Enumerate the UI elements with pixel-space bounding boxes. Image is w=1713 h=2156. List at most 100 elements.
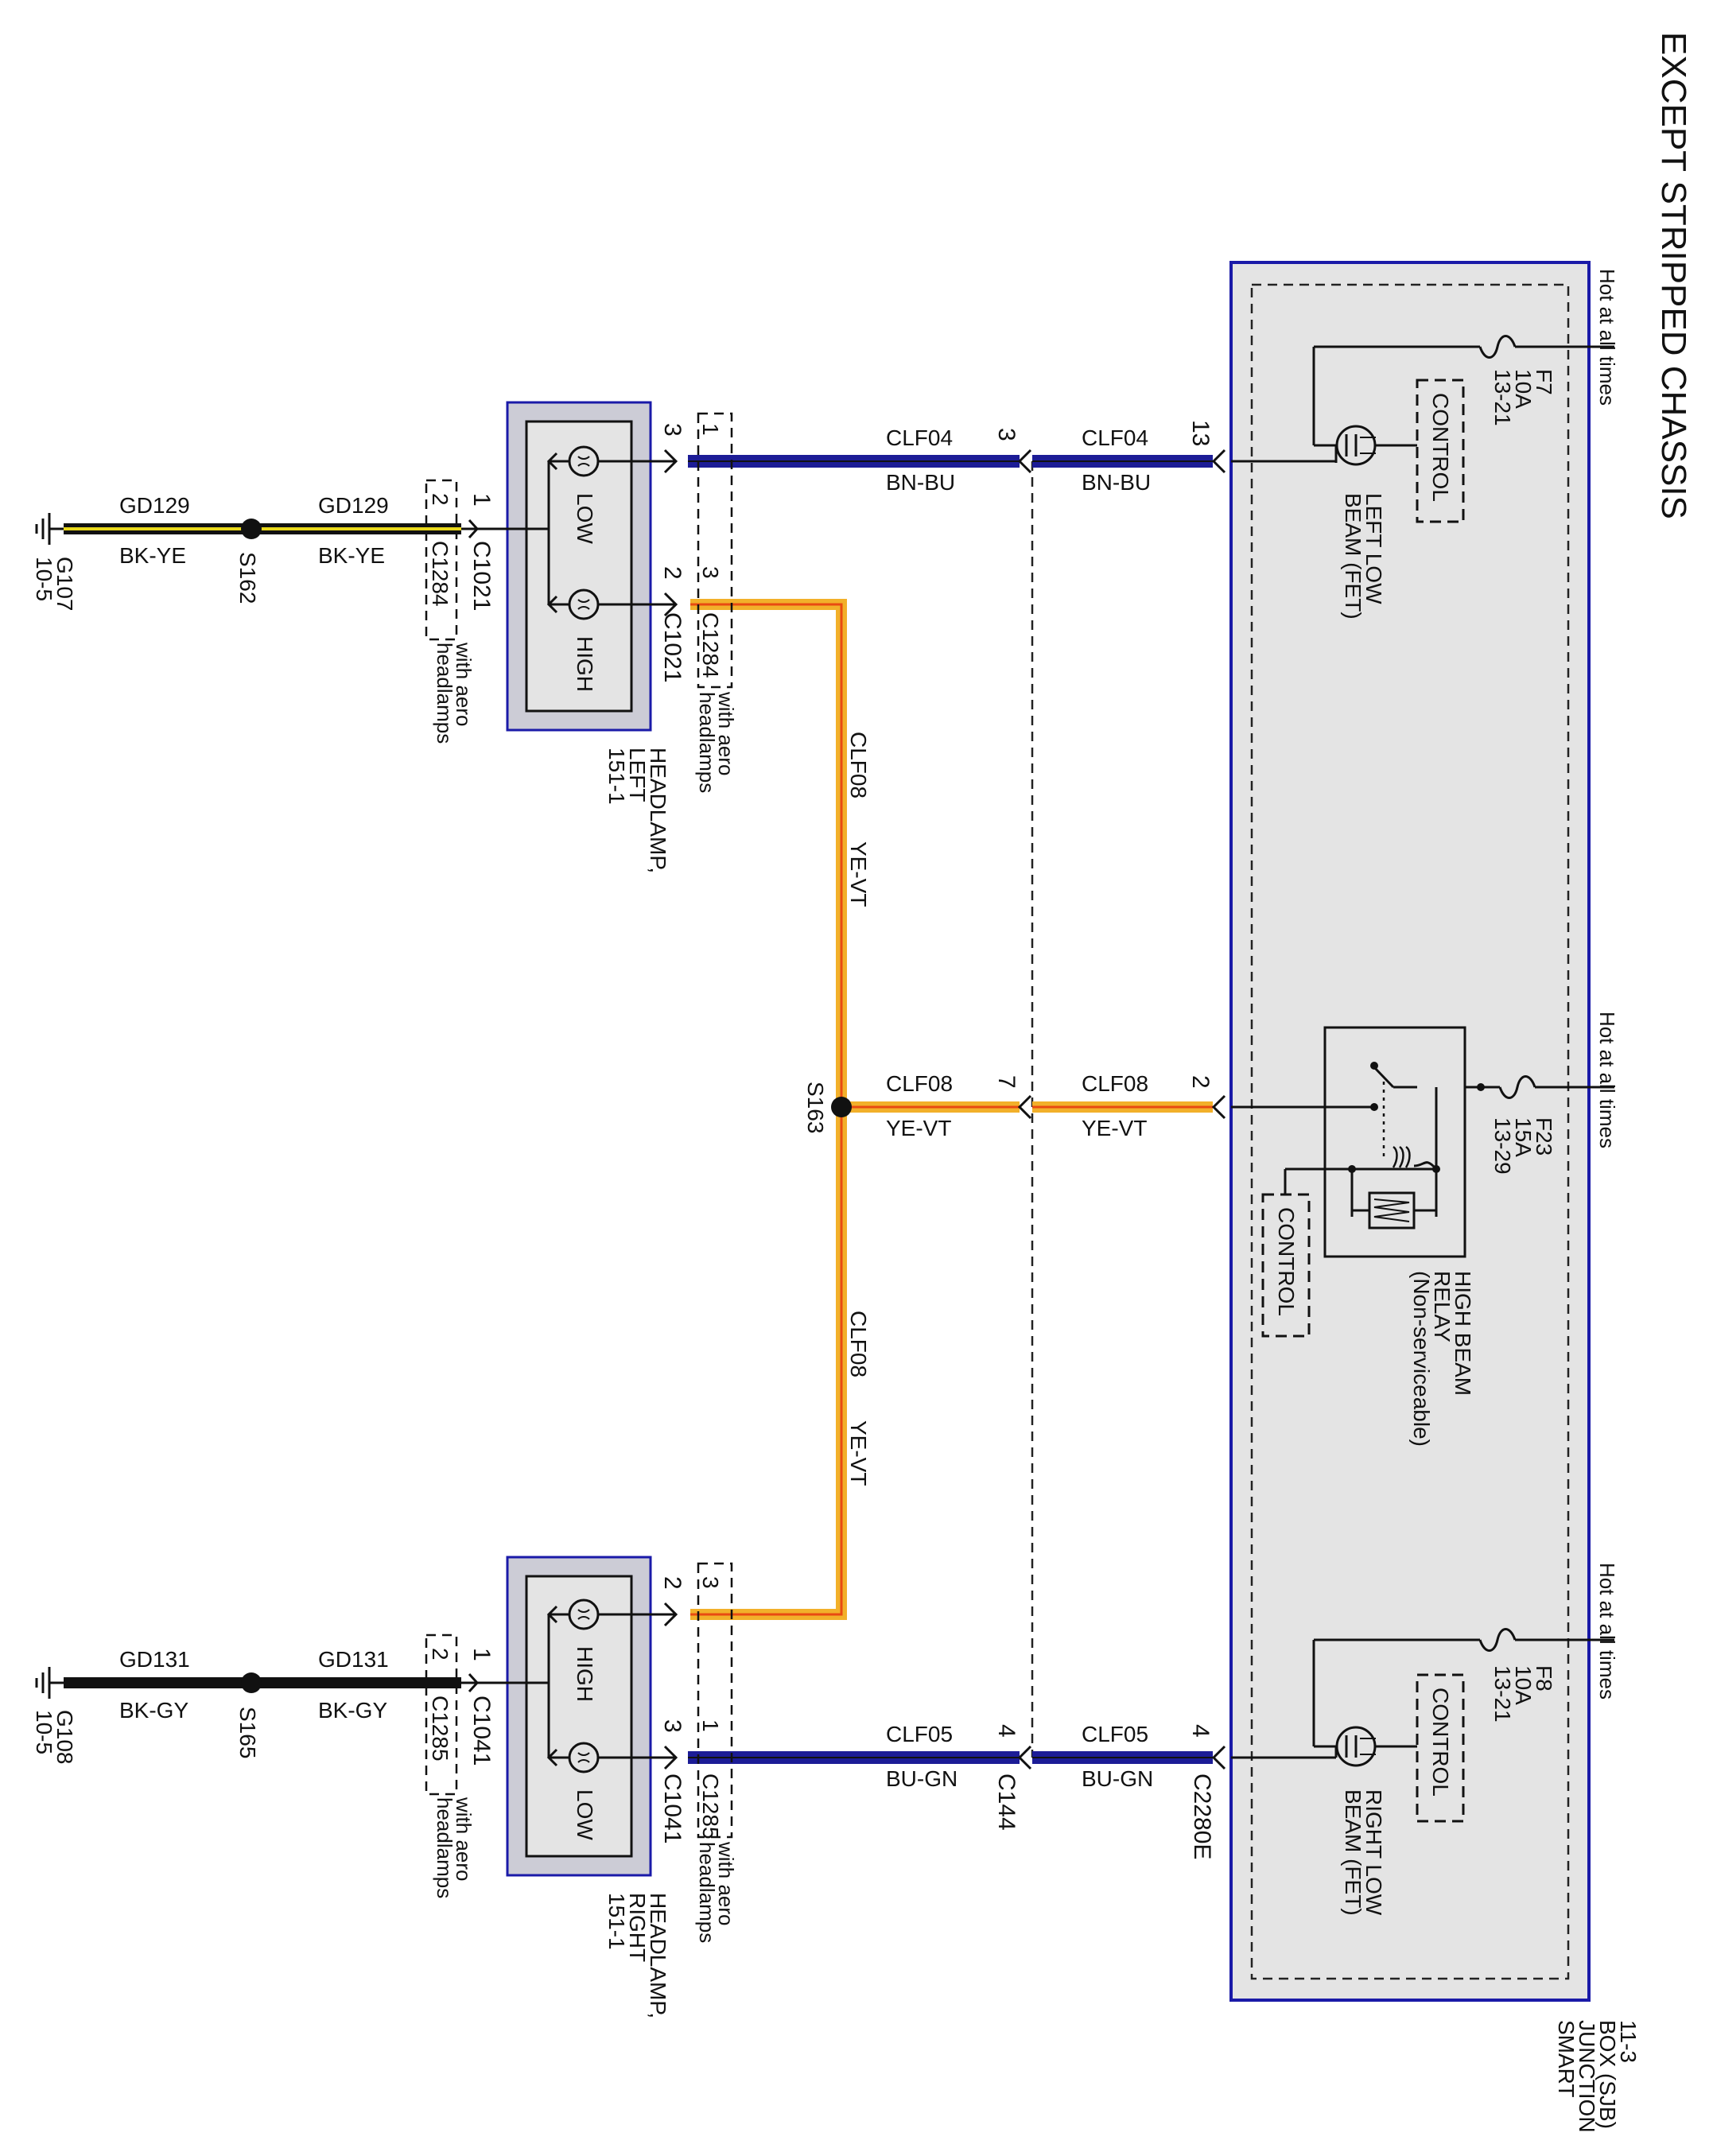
clf08-circuit-mid: CLF08 xyxy=(886,1071,953,1096)
c1041-pin-1-arrow xyxy=(468,1672,480,1693)
ground-g108-name: G108 xyxy=(52,1710,77,1765)
headlamp-right-low-label: LOW xyxy=(573,1789,597,1840)
c1284-aero-line2-ground-side: headlamps xyxy=(433,643,456,744)
c2280e-pin-4-arrow xyxy=(1211,1745,1226,1770)
c1285-pin-ground: 2 xyxy=(428,1648,453,1661)
fuse-f7-rating: 10A xyxy=(1511,369,1536,409)
c2280e-pin-mid: 2 xyxy=(1187,1075,1214,1089)
headlamp-right-high-label: HIGH xyxy=(573,1646,597,1702)
c1021-pin-ground: 1 xyxy=(468,493,495,507)
right-low-beam-label-2: BEAM (FET) xyxy=(1341,1789,1365,1916)
headlamp-left-label-1: HEADLAMP, xyxy=(646,748,670,873)
c1285-pin-high: 3 xyxy=(698,1576,723,1589)
c1284-aero-line2-lamp-side: headlamps xyxy=(695,692,719,793)
c1041-label-left: C1041 xyxy=(468,1696,495,1766)
c144-connector-label: C144 xyxy=(993,1773,1020,1831)
left-low-beam-label-2: BEAM (FET) xyxy=(1341,493,1365,620)
fuse-f7-ref: 13-21 xyxy=(1490,369,1515,426)
right-low-beam-control-box xyxy=(1416,1673,1465,1823)
hot-label-f7: Hot at all times xyxy=(1595,269,1619,406)
clf08-color-mid: YE-VT xyxy=(886,1116,951,1140)
clf04-color-sjb-side: BN-BU xyxy=(1082,470,1151,495)
c2280e-pin-2-arrow xyxy=(1211,1094,1226,1120)
c144-pin-mid: 7 xyxy=(993,1075,1020,1089)
c1284-aero-line1-ground-side: with aero xyxy=(452,642,476,727)
c2280e-pin-13-arrow xyxy=(1211,449,1226,474)
c1284-connector-lamp-side xyxy=(697,412,733,689)
c1041-label-right: C1041 xyxy=(659,1773,686,1843)
hot-label-f8: Hot at all times xyxy=(1595,1563,1619,1700)
headlamp-right-ref: 151-1 xyxy=(604,1893,629,1950)
left-low-beam-control-box xyxy=(1416,379,1465,523)
relay-label-1: HIGH BEAM xyxy=(1451,1271,1475,1396)
clf05-color-lamp-side: BU-GN xyxy=(886,1766,957,1791)
c1285-label-lamp-side: C1285 xyxy=(698,1773,723,1839)
gd131-circuit-ground-side: GD131 xyxy=(119,1647,190,1672)
c144-pin-4-arrow xyxy=(1017,1745,1032,1770)
sjb-name: SMART JUNCTION BOX (SJB) 11-3 xyxy=(1554,2020,1641,2139)
c1285-aero-line1-lamp-side: with aero xyxy=(714,1841,738,1926)
splice-s162 xyxy=(241,519,262,539)
splice-s162-label: S162 xyxy=(235,552,260,604)
gd131-circuit-lamp-side: GD131 xyxy=(318,1647,389,1672)
clf08-color-vert-top: YE-VT xyxy=(846,841,871,907)
right-low-beam-circuit: CONTROL F8 10A 13-21 RIGHT LOW BEAM (FET… xyxy=(1312,1628,1614,1916)
relay-label-3: (Non-serviceable) xyxy=(1409,1271,1434,1447)
c2280e-pin-bottom: 4 xyxy=(1187,1724,1214,1738)
c1285-connector-lamp-side xyxy=(697,1562,733,1839)
fuse-f7-name: F7 xyxy=(1532,369,1556,395)
c1285-aero-line2-lamp-side: headlamps xyxy=(695,1842,719,1943)
left-low-beam-circuit: CONTROL F7 10A 13-21 LEFT LOW BEAM (FET) xyxy=(1312,335,1614,620)
headlamp-right-label-1: HEADLAMP, xyxy=(646,1893,670,2018)
gd131-color-lamp-side: BK-GY xyxy=(318,1698,387,1723)
clf05-circuit-sjb-side: CLF05 xyxy=(1082,1722,1148,1746)
right-low-beam-control-label: CONTROL xyxy=(1428,1688,1453,1797)
wire-clf04: CLF04 BN-BU CLF04 BN-BU 13 3 xyxy=(663,420,1226,495)
high-beam-relay-circuit: F23 15A 13-29 CONTROL HIGH BE xyxy=(1231,1026,1614,1447)
fuse-f8-rating: 10A xyxy=(1511,1665,1536,1705)
splice-s165 xyxy=(241,1672,262,1693)
headlamp-right-high-bulb-icon xyxy=(568,1599,600,1630)
c1041-pin-low: 3 xyxy=(659,1719,686,1733)
c1285-aero-line2-ground-side: headlamps xyxy=(433,1797,456,1898)
left-low-beam-control-label: CONTROL xyxy=(1428,393,1453,502)
fuse-f23-ref: 13-29 xyxy=(1490,1117,1515,1175)
fuse-f7-icon xyxy=(1478,335,1517,359)
clf05-circuit-lamp-side: CLF05 xyxy=(886,1722,953,1746)
gd131-color-ground-side: BK-GY xyxy=(119,1698,188,1723)
c1284-label-ground-side: C1284 xyxy=(428,541,453,607)
wire-gd131: S165 GD131 BK-GY GD131 BK-GY G108 10-5 xyxy=(32,1647,461,1765)
c144-pin-bottom: 4 xyxy=(993,1724,1020,1738)
headlamp-right-label-2: RIGHT xyxy=(625,1893,650,1962)
sjb-inner-dashed xyxy=(1250,283,1570,1980)
clf08-circuit-sjb-side: CLF08 xyxy=(1082,1071,1148,1096)
headlamp-right-low-bulb-icon xyxy=(568,1742,600,1773)
headlamp-right: HIGH LOW HEADLAMP, RIGHT 151-1 2 3 C1041… xyxy=(425,1556,738,2018)
fuse-f8-name: F8 xyxy=(1532,1665,1556,1692)
fuse-f8-ref: 13-21 xyxy=(1490,1665,1515,1723)
splice-s163-label: S163 xyxy=(803,1082,828,1133)
c1021-label-left: C1021 xyxy=(468,541,495,611)
c1285-aero-line1-ground-side: with aero xyxy=(452,1797,476,1882)
headlamp-left-ref: 151-1 xyxy=(604,748,629,805)
c1284-pin-high: 3 xyxy=(698,566,723,579)
headlamp-left: LOW HIGH HEADLAMP, LEFT 151-1 3 2 C1021 … xyxy=(425,401,738,873)
c1041-pin-ground: 1 xyxy=(468,1648,495,1661)
wire-gd129: S162 GD129 BK-YE GD129 BK-YE G107 10-5 xyxy=(32,493,461,612)
c1021-pin-high: 2 xyxy=(659,566,686,580)
headlamp-left-low-label: LOW xyxy=(573,493,597,544)
c1021-pin-low: 3 xyxy=(659,423,686,437)
clf08-circuit-vert-bottom: CLF08 xyxy=(846,1311,871,1377)
wire-clf08: CLF08 YE-VT CLF08 YE-VT 2 7 S163 CLF08 Y… xyxy=(663,592,1226,1627)
clf04-color-lamp-side: BN-BU xyxy=(886,470,955,495)
ground-g107-name: G107 xyxy=(52,557,77,612)
c1284-label-lamp-side: C1284 xyxy=(698,612,723,678)
headlamp-left-high-bulb-icon xyxy=(568,589,600,620)
left-low-beam-label-1: LEFT LOW xyxy=(1361,493,1386,604)
splice-s165-label: S165 xyxy=(235,1707,260,1758)
c1021-pin-1-arrow xyxy=(468,519,480,539)
wire-clf05: CLF05 BU-GN CLF05 BU-GN 4 4 C2280E C144 xyxy=(663,1722,1226,1859)
c2280e-pin-top: 13 xyxy=(1187,420,1214,446)
c144-pin-3-arrow xyxy=(1017,449,1032,474)
